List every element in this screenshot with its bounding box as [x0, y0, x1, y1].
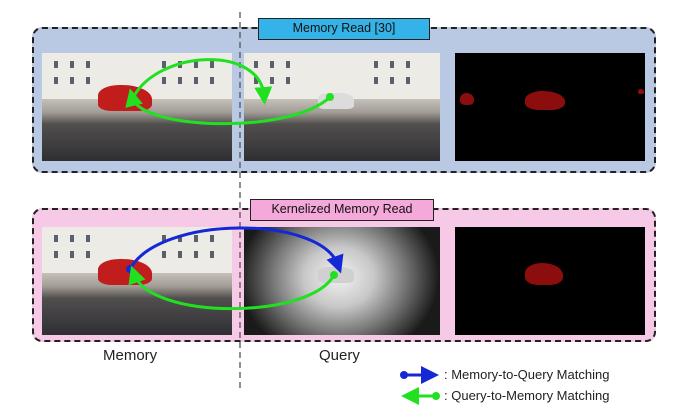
memory-label: Memory	[103, 347, 158, 364]
memory-to-query-arrow	[128, 226, 344, 274]
top-memory-return-arrow	[125, 88, 332, 126]
query-frame-top	[244, 53, 440, 161]
legend-memory-to-query: : Memory-to-Query Matching	[444, 367, 610, 382]
query-attention-frame	[244, 227, 440, 335]
car-highlighted	[98, 85, 152, 111]
memory-read-title: Memory Read [30]	[258, 18, 430, 40]
memory-point	[126, 265, 134, 273]
legend-query-to-memory: : Query-to-Memory Matching	[444, 388, 610, 403]
top-query-point	[326, 93, 334, 101]
query-label: Query	[319, 347, 360, 364]
top-query-to-memory-arrow	[132, 58, 273, 105]
output-mask-top	[455, 53, 645, 161]
query-point	[330, 271, 338, 279]
kernelized-memory-read-title: Kernelized Memory Read	[250, 199, 434, 221]
output-mask-bottom	[455, 227, 645, 335]
query-to-memory-arrow	[128, 265, 336, 311]
